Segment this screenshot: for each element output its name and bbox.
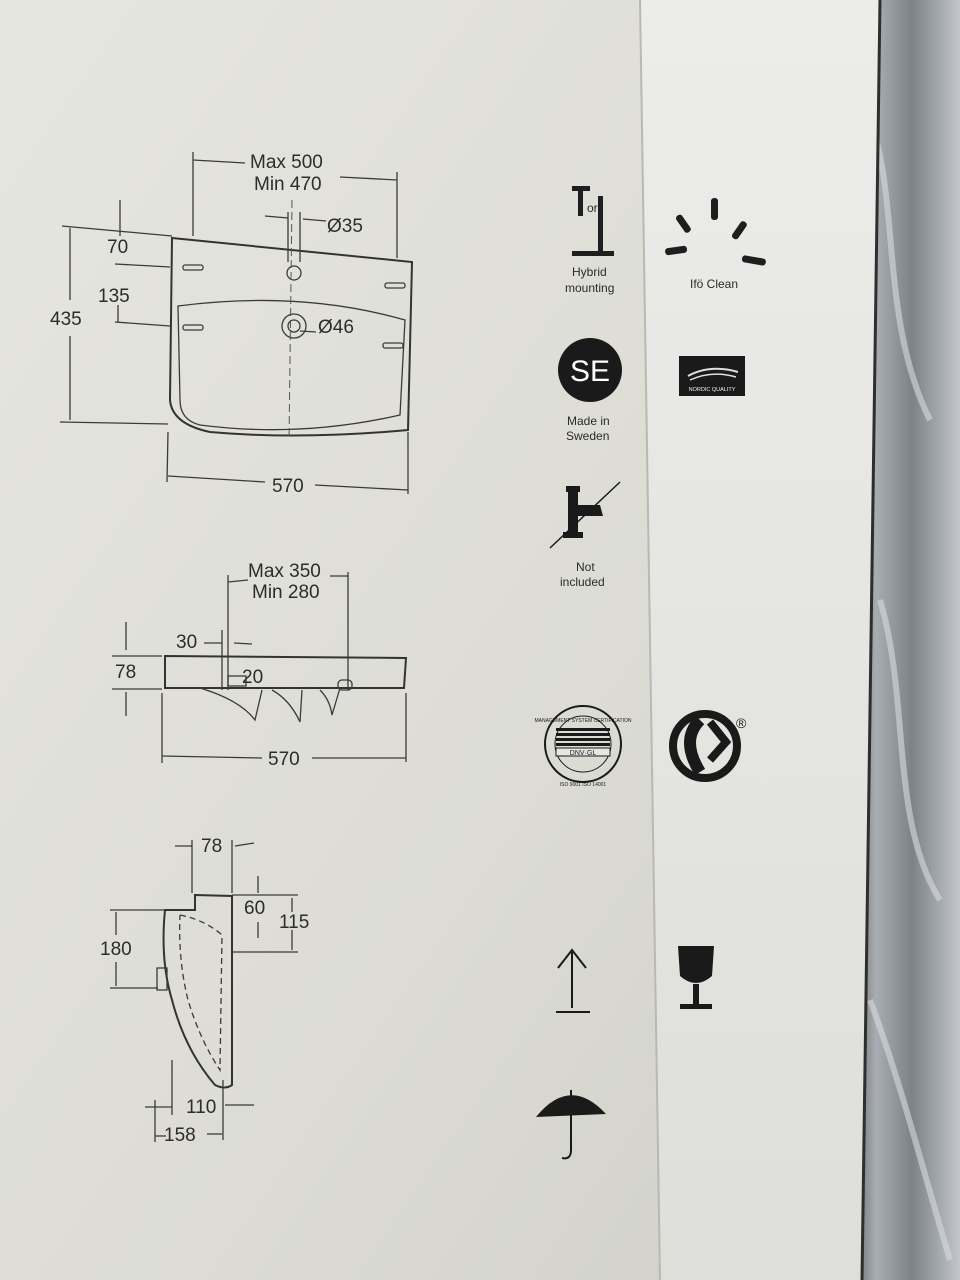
nordic-quality-label: NORDIC QUALITY: [689, 387, 736, 393]
dnv-gl-iso: ISO 9001 ISO 14001: [560, 782, 607, 788]
side-view-drawing: 78 60 115 180 110 158: [100, 836, 309, 1146]
dim-78-front: 78: [115, 662, 136, 683]
dim-30: 30: [176, 632, 197, 653]
dnv-gl-certification-icon: [544, 705, 622, 783]
dim-tap-hole: Ø35: [327, 216, 363, 237]
se-badge-text: SE: [570, 355, 610, 388]
keep-dry-umbrella-icon: [536, 1090, 606, 1160]
green-dot-recycling-icon: [669, 710, 741, 782]
dnv-gl-brand: DNV·GL: [570, 750, 597, 757]
this-way-up-icon: [556, 948, 590, 1013]
dim-570-top: 570: [272, 476, 304, 497]
hybrid-or-text: or: [587, 201, 598, 215]
dim-20: 20: [242, 667, 263, 688]
dim-135: 135: [98, 286, 130, 307]
made-in-label-1: Made in: [567, 414, 610, 428]
nordic-quality-icon: [679, 356, 745, 396]
dim-435: 435: [50, 309, 82, 330]
top-view-drawing: Max 500 Min 470 Ø35 70 135 435 Ø46 570: [50, 152, 414, 497]
dim-drain: Ø46: [318, 317, 354, 338]
tap-not-included-icon: [549, 481, 621, 549]
carton-flap: [640, 0, 880, 1280]
hybrid-label-2: mounting: [565, 281, 614, 295]
dim-110: 110: [186, 1097, 216, 1118]
dim-min-470: Min 470: [254, 174, 322, 195]
dim-180: 180: [100, 939, 132, 960]
ifo-clean-label: Ifö Clean: [690, 277, 738, 291]
front-view-drawing: Max 350 Min 280 30 20 78 570: [112, 561, 408, 770]
dim-min-280: Min 280: [252, 582, 320, 603]
hybrid-label-1: Hybrid: [572, 265, 607, 279]
dim-max-500: Max 500: [250, 152, 323, 173]
dim-570-front: 570: [268, 749, 300, 770]
dim-70: 70: [107, 237, 128, 258]
dim-115: 115: [279, 912, 309, 933]
dim-158: 158: [164, 1125, 196, 1146]
made-in-label-2: Sweden: [566, 429, 609, 443]
not-included-label-2: included: [560, 575, 605, 589]
made-in-sweden-icon: [558, 338, 622, 402]
dim-60: 60: [244, 898, 265, 919]
dim-max-350: Max 350: [248, 561, 321, 582]
dim-78-side: 78: [201, 836, 222, 857]
hybrid-mounting-icon: [572, 186, 614, 256]
fragile-glass-icon: [678, 946, 714, 1009]
not-included-label-1: Not: [576, 560, 595, 574]
ifo-clean-icon: [665, 198, 766, 266]
dnv-gl-arc-text: MANAGEMENT SYSTEM CERTIFICATION: [535, 718, 632, 724]
registered-mark: ®: [736, 715, 747, 731]
